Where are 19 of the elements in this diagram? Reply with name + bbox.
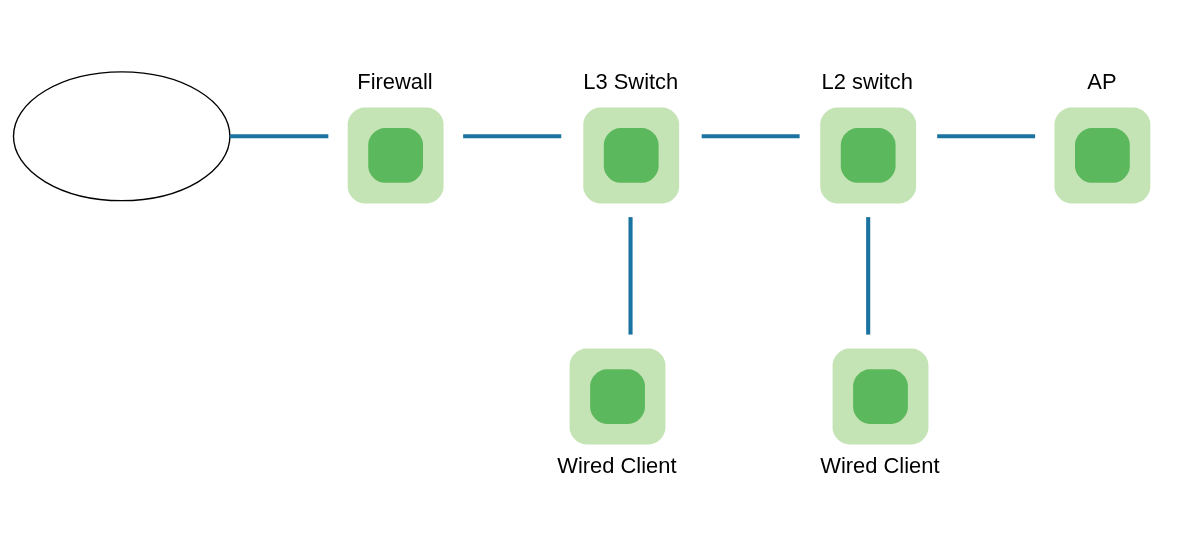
node-box: [820, 107, 917, 204]
connector: [463, 134, 562, 139]
node-label: Wired Client: [557, 452, 677, 478]
node-label: L3 Switch: [583, 69, 679, 95]
connector: [937, 134, 1036, 139]
node-box: [569, 348, 666, 445]
node-label: L2 switch: [821, 69, 913, 95]
node-label: Firewall: [357, 69, 433, 95]
node-box: [583, 107, 680, 204]
node-box: [347, 107, 444, 204]
node-box: [832, 348, 929, 445]
connector: [701, 134, 800, 139]
connector: [628, 217, 633, 335]
node-label: Wired Client: [820, 452, 940, 478]
node-label: AP: [1087, 69, 1117, 95]
connector: [229, 134, 329, 139]
node-cloud: [12, 71, 231, 202]
connector: [866, 217, 871, 335]
node-box: [1054, 107, 1151, 204]
